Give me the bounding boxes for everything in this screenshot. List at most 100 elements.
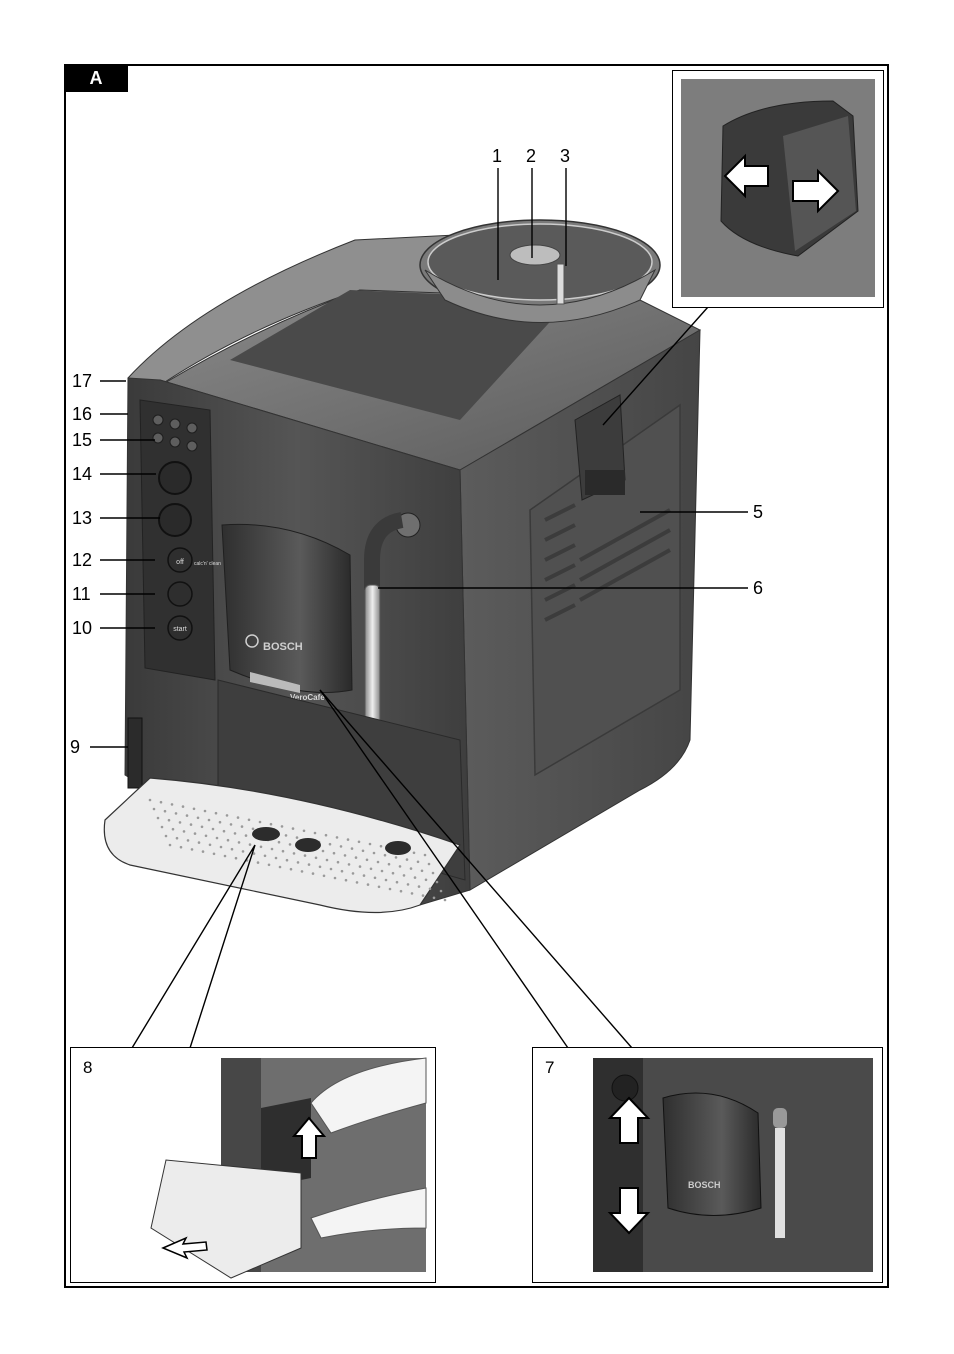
callout-15: 15 <box>72 430 92 450</box>
tray-hole <box>373 876 377 880</box>
tray-hole <box>229 823 233 826</box>
tray-hole <box>225 814 229 817</box>
tray-hole <box>423 853 427 857</box>
tray-hole <box>171 827 175 831</box>
tray-hole <box>189 823 193 826</box>
callout-14: 14 <box>72 464 92 484</box>
tray-hole <box>223 854 227 858</box>
tray-hole <box>311 872 315 875</box>
tray-hole <box>427 862 431 866</box>
arrow-up-icon <box>607 1096 651 1144</box>
tray-hole <box>204 834 208 838</box>
tray-hole <box>174 812 178 815</box>
callout-1: 1 <box>492 146 502 166</box>
tray-hole <box>302 829 306 833</box>
tray-hole <box>416 860 420 864</box>
callout-13: 13 <box>72 508 92 528</box>
tray-hole <box>324 833 328 837</box>
tray-hole <box>258 820 262 824</box>
off-button <box>167 547 193 573</box>
figure-label: A <box>64 64 128 92</box>
tray-hole <box>332 851 336 855</box>
inset-7: 7 BOSCH <box>532 1047 883 1283</box>
tray-hole <box>379 844 383 848</box>
tray-hole <box>226 838 230 842</box>
tray-hole <box>336 860 340 864</box>
hand-shape <box>310 1057 427 1134</box>
tray-hole <box>252 852 256 855</box>
tray-hole <box>263 854 267 858</box>
tray-hole <box>211 827 215 831</box>
tray-hole <box>212 852 216 856</box>
tray-hole <box>248 843 252 846</box>
tray-hole <box>274 856 278 860</box>
tray-hole <box>365 858 369 862</box>
tray-hole <box>247 818 251 822</box>
tray-hole <box>417 885 421 888</box>
tray-hole <box>148 798 152 802</box>
tray-hole <box>402 874 406 877</box>
off-button-label: off <box>176 559 184 566</box>
tray-hole <box>399 889 403 893</box>
lid-handle <box>509 244 561 266</box>
callout-12: 12 <box>72 550 92 570</box>
tray-hole <box>369 867 373 871</box>
tray-hole <box>164 834 168 838</box>
tray-hole <box>328 842 332 846</box>
tray-hole <box>230 847 234 851</box>
tray-hole <box>193 832 197 835</box>
tray-hole <box>435 880 439 884</box>
tray-hole <box>201 850 205 853</box>
callout-2: 2 <box>526 146 536 166</box>
tray-hole <box>321 849 325 853</box>
tray-hole <box>357 840 361 844</box>
tray-hole <box>325 858 329 862</box>
inset-7-label: 7 <box>545 1058 555 1077</box>
inset-7-brand: BOSCH <box>688 1180 721 1190</box>
tray-hole <box>277 840 281 844</box>
tray-hole <box>343 854 347 857</box>
tray-hole <box>278 865 282 869</box>
tray-hole <box>156 816 160 820</box>
tray-hole <box>256 861 260 864</box>
tray-hole <box>167 818 171 822</box>
inset-8-drawing <box>150 1057 427 1279</box>
tray-hole <box>361 849 365 853</box>
tray-hole <box>270 847 274 851</box>
start-button <box>167 615 193 641</box>
tray-hole <box>380 869 384 873</box>
tray-hole <box>196 816 200 820</box>
arrow-left-icon <box>723 153 769 199</box>
tray-hole <box>163 809 167 813</box>
tray-hole <box>406 883 410 886</box>
tray-hole <box>200 825 204 829</box>
tray-hole <box>267 863 271 867</box>
tray-hole <box>244 834 248 837</box>
tray-hole <box>240 825 244 828</box>
tray-hole <box>300 870 304 873</box>
tray-hole <box>372 851 376 855</box>
tray-hole <box>318 865 322 869</box>
callout-10: 10 <box>72 618 92 638</box>
tray-hole <box>409 867 413 870</box>
callout-6: 6 <box>753 578 763 598</box>
tray-hole <box>280 825 284 828</box>
tray-hole <box>219 845 223 849</box>
tray-hole <box>215 836 219 840</box>
tray-hole <box>384 878 388 882</box>
tray-hole <box>288 843 292 846</box>
coffee-strength-knob <box>158 461 192 495</box>
arrow-down-icon <box>607 1187 651 1235</box>
figure-frame <box>64 64 889 1288</box>
tray-hole <box>388 887 392 891</box>
tray-hole <box>152 807 156 811</box>
tray-hole <box>333 876 337 880</box>
tray-hole <box>175 836 179 840</box>
steam-button <box>167 581 193 607</box>
tray-hole <box>179 845 183 849</box>
tray-hole <box>192 807 196 811</box>
brand-logo: BOSCH <box>263 641 303 653</box>
tray-hole <box>346 838 350 841</box>
tray-hole <box>285 858 289 862</box>
